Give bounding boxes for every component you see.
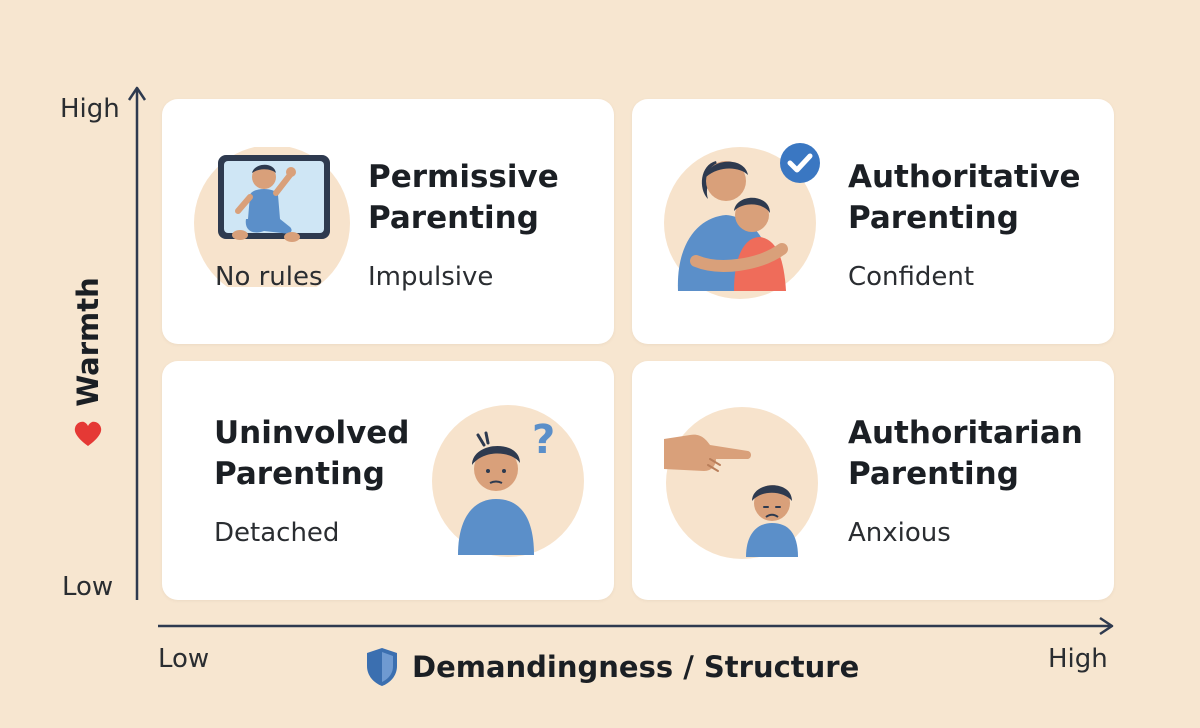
shield-icon [367,648,397,686]
authoritative-title: Authoritative Parenting [848,157,1081,239]
permissive-title-line1: Permissive [368,159,559,195]
parent-hug-illustration [664,143,820,299]
x-axis-low-label: Low [158,644,210,674]
x-axis-high-label: High [1048,644,1108,674]
y-axis-high-label: High [60,94,120,124]
y-axis-title: Warmth [71,277,105,407]
y-axis-title-group: Warmth [68,270,108,460]
permissive-title-line2: Parenting [368,200,539,236]
uninvolved-title: Uninvolved Parenting [214,413,410,495]
uninvolved-title-line1: Uninvolved [214,415,410,451]
uninvolved-title-line2: Parenting [214,456,385,492]
confused-child-illustration: ? [432,405,584,557]
y-axis-arrowhead [127,86,147,101]
authoritative-description: Confident [848,262,975,292]
uninvolved-description: Detached [214,518,340,548]
question-mark-icon: ? [532,417,555,463]
authoritative-title-line1: Authoritative [848,159,1081,195]
y-axis-low-label: Low [62,572,114,602]
permissive-description: Impulsive [368,262,494,292]
authoritarian-title: Authoritarian Parenting [848,413,1083,495]
permissive-illustration-caption: No rules [215,262,323,292]
x-axis-title: Demandingness / Structure [412,650,860,684]
x-axis-arrowhead [1099,616,1114,636]
quadrant-permissive: No rules Permissive Parenting Impulsive [162,99,614,344]
quadrant-authoritative: Authoritative Parenting Confident [632,99,1114,344]
authoritative-title-line2: Parenting [848,200,1019,236]
heart-icon [74,421,102,446]
child-on-tablet-illustration [194,147,350,287]
authoritarian-title-line2: Parenting [848,456,1019,492]
quadrant-uninvolved: Uninvolved Parenting Detached ? [162,361,614,600]
quadrant-authoritarian: Authoritarian Parenting Anxious [632,361,1114,600]
authoritarian-description: Anxious [848,518,951,548]
pointing-hand-illustration [664,407,818,559]
permissive-title: Permissive Parenting [368,157,559,239]
authoritarian-title-line1: Authoritarian [848,415,1083,451]
